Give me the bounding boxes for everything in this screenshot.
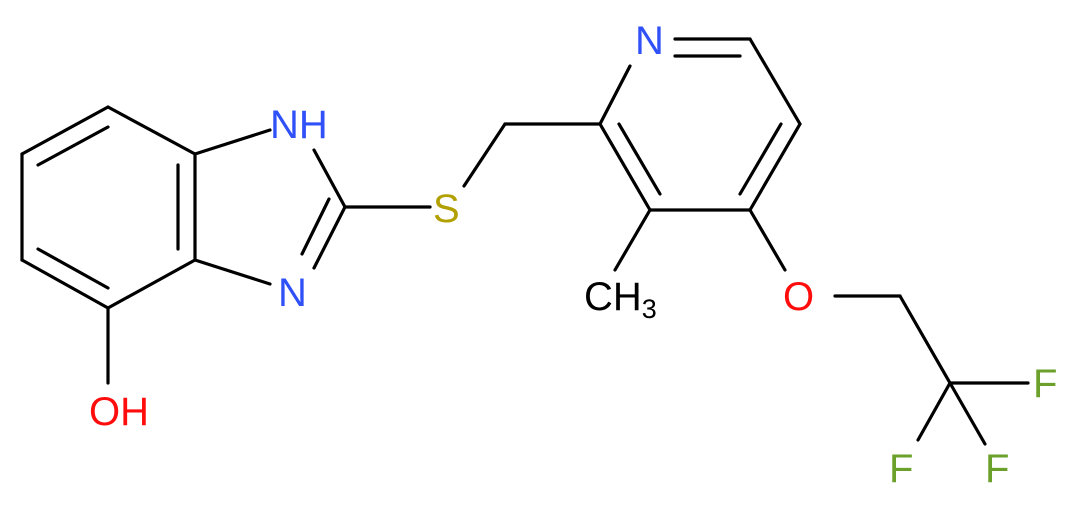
bond-inner-3 bbox=[36, 247, 110, 290]
atom-ch3-subscript: 3 bbox=[642, 294, 657, 324]
bond-c7a-c3a bbox=[20, 258, 110, 310]
bond-s-ch2 bbox=[462, 122, 507, 188]
bond-c6-nh bbox=[193, 128, 272, 156]
bond-c3-ch3 bbox=[613, 208, 652, 272]
bond-c2-n bbox=[312, 205, 347, 270]
atom-n-imidazole-label: N bbox=[278, 271, 307, 315]
bond-cf3-f2 bbox=[916, 381, 952, 442]
bond-n-c7 bbox=[193, 258, 272, 286]
atom-ch3-label: CH3 bbox=[584, 275, 657, 324]
atom-ch3-c: CH bbox=[584, 275, 642, 319]
bond-py-c2-n bbox=[598, 64, 632, 126]
bond-py-c5-c4-double bbox=[738, 122, 783, 196]
bond-ch2-cf3 bbox=[898, 294, 952, 385]
bond-py-c3-c2 bbox=[598, 122, 652, 212]
bond-c4-o bbox=[748, 208, 787, 272]
atom-oh-label: OH bbox=[89, 390, 149, 434]
bonds bbox=[20, 37, 1030, 446]
atom-labels: NH N S N OH O CH3 F F F bbox=[89, 19, 1057, 491]
bond-py-c5-c4 bbox=[748, 122, 802, 212]
bond-c4-c5 bbox=[20, 105, 110, 156]
atom-f2-label: F bbox=[889, 447, 913, 491]
atom-s-label: S bbox=[433, 187, 460, 231]
bond-py-c3-c2-double bbox=[617, 122, 662, 196]
atom-f1-label: F bbox=[1033, 362, 1057, 406]
atom-f3-label: F bbox=[985, 447, 1009, 491]
bond-nh-c2 bbox=[312, 148, 347, 209]
bond-c2-n-double bbox=[300, 197, 331, 256]
atom-o-ether-label: O bbox=[783, 275, 814, 319]
atom-n-pyridine-label: N bbox=[635, 19, 664, 63]
atom-nh-label: NH bbox=[270, 103, 328, 147]
bond-py-c6-c5 bbox=[748, 37, 802, 126]
bond-cf3-f3 bbox=[948, 381, 987, 446]
bond-c7-c7a bbox=[106, 258, 197, 310]
bond-c5-c6 bbox=[106, 105, 197, 156]
bond-inner-1 bbox=[36, 125, 110, 167]
